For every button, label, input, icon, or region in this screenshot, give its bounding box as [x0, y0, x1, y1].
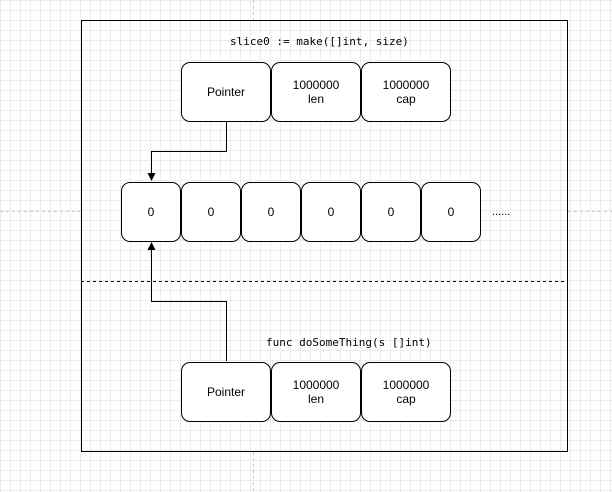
array-cell: 0 — [421, 182, 481, 242]
top-cap-label: cap — [396, 92, 416, 106]
top-len-label: len — [307, 92, 324, 106]
top-pointer-arrow — [147, 121, 227, 181]
array-cell-value: 0 — [267, 205, 275, 219]
bottom-cap-value: 1000000 — [382, 378, 430, 392]
top-len-value: 1000000 — [292, 78, 340, 92]
bottom-cap-box: 1000000 cap — [361, 362, 451, 422]
array-cell-value: 0 — [207, 205, 215, 219]
container-frame — [81, 20, 568, 452]
array-cell: 0 — [301, 182, 361, 242]
top-pointer-box: Pointer — [181, 62, 271, 122]
array-cell-value: 0 — [447, 205, 455, 219]
array-cell-value: 0 — [147, 205, 155, 219]
top-pointer-label: Pointer — [206, 85, 246, 99]
bottom-len-value: 1000000 — [292, 378, 340, 392]
bottom-len-label: len — [307, 392, 324, 406]
bottom-pointer-arrow — [147, 242, 227, 361]
array-cell: 0 — [181, 182, 241, 242]
array-cell: 0 — [361, 182, 421, 242]
bottom-cap-label: cap — [396, 392, 416, 406]
bottom-pointer-box: Pointer — [181, 362, 271, 422]
top-len-box: 1000000 len — [271, 62, 361, 122]
top-caption: slice0 := make([]int, size) — [230, 35, 409, 48]
top-cap-value: 1000000 — [382, 78, 430, 92]
bottom-caption: func doSomeThing(s []int) — [266, 336, 432, 349]
array-cell: 0 — [121, 182, 181, 242]
top-cap-box: 1000000 cap — [361, 62, 451, 122]
bottom-len-box: 1000000 len — [271, 362, 361, 422]
array-ellipsis: ...... — [492, 206, 511, 218]
bottom-pointer-label: Pointer — [206, 385, 246, 399]
array-cell: 0 — [241, 182, 301, 242]
array-cell-value: 0 — [387, 205, 395, 219]
array-cell-value: 0 — [327, 205, 335, 219]
